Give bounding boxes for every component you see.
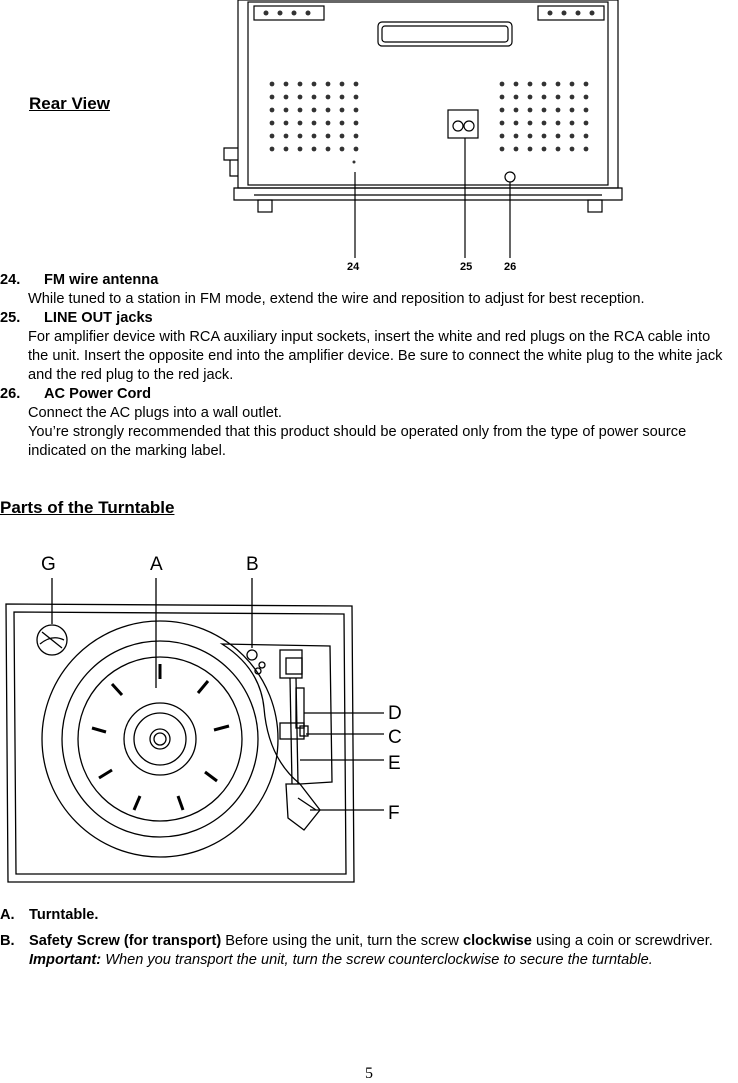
turntable-diagram: G A B D C E F xyxy=(5,554,402,883)
callout-c: C xyxy=(388,727,402,748)
callout-26: 26 xyxy=(504,261,516,273)
list-bold: clockwise xyxy=(462,933,532,949)
important-text: When you transport the unit, turn the sc… xyxy=(101,952,653,968)
callout-25: 25 xyxy=(460,261,472,273)
item-text: You’re strongly recommended that this pr… xyxy=(28,424,687,459)
parts-title: Parts of the Turntable xyxy=(0,498,175,517)
list-bold: Safety Screw (for transport) xyxy=(29,933,222,949)
list-label: A. xyxy=(0,907,15,923)
item-text: While tuned to a station in FM mode, ext… xyxy=(28,291,645,307)
item-title: AC Power Cord xyxy=(44,386,152,402)
item-24: 24. FM wire antenna While tuned to a stat… xyxy=(0,271,734,309)
list-text-part: Before using the unit, turn the screw xyxy=(221,933,463,949)
list-label: B. xyxy=(0,933,15,949)
callout-24: 24 xyxy=(347,261,360,273)
item-title: LINE OUT jacks xyxy=(44,310,153,326)
rear-items: 24. FM wire antenna While tuned to a stat… xyxy=(0,271,734,461)
important-label: Important: xyxy=(29,952,102,968)
item-text: For amplifier device with RCA auxiliary … xyxy=(28,329,723,383)
list-text: Turntable. xyxy=(29,907,99,923)
callout-a: A xyxy=(150,554,163,575)
rear-view-title: Rear View xyxy=(29,94,110,113)
callout-f: F xyxy=(388,803,400,824)
rear-view-diagram: 24 25 26 xyxy=(223,0,623,273)
callout-e: E xyxy=(388,753,401,774)
item-25: 25. LINE OUT jacks For amplifier device w… xyxy=(0,309,734,385)
callout-b: B xyxy=(246,554,259,575)
item-number: 25. xyxy=(0,310,21,326)
item-title: FM wire antenna xyxy=(44,272,159,288)
page-number: 5 xyxy=(365,1065,373,1082)
item-text: Connect the AC plugs into a wall outlet. xyxy=(28,405,282,421)
list-text-part: using a coin or screwdriver. xyxy=(531,933,713,949)
item-26: 26. AC Power Cord Connect the AC plugs in… xyxy=(0,385,734,461)
list-item-b: B. Safety Screw (for transport) Before u… xyxy=(0,932,738,970)
parts-list: A. Turntable. B. Safety Screw (for trans… xyxy=(0,906,738,970)
list-item-a: A. Turntable. xyxy=(0,906,738,925)
callout-g: G xyxy=(41,554,56,575)
item-number: 26. xyxy=(0,386,21,402)
item-number: 24. xyxy=(0,272,21,288)
list-text: Safety Screw (for transport) Before usin… xyxy=(29,932,738,970)
callout-d: D xyxy=(388,703,402,724)
